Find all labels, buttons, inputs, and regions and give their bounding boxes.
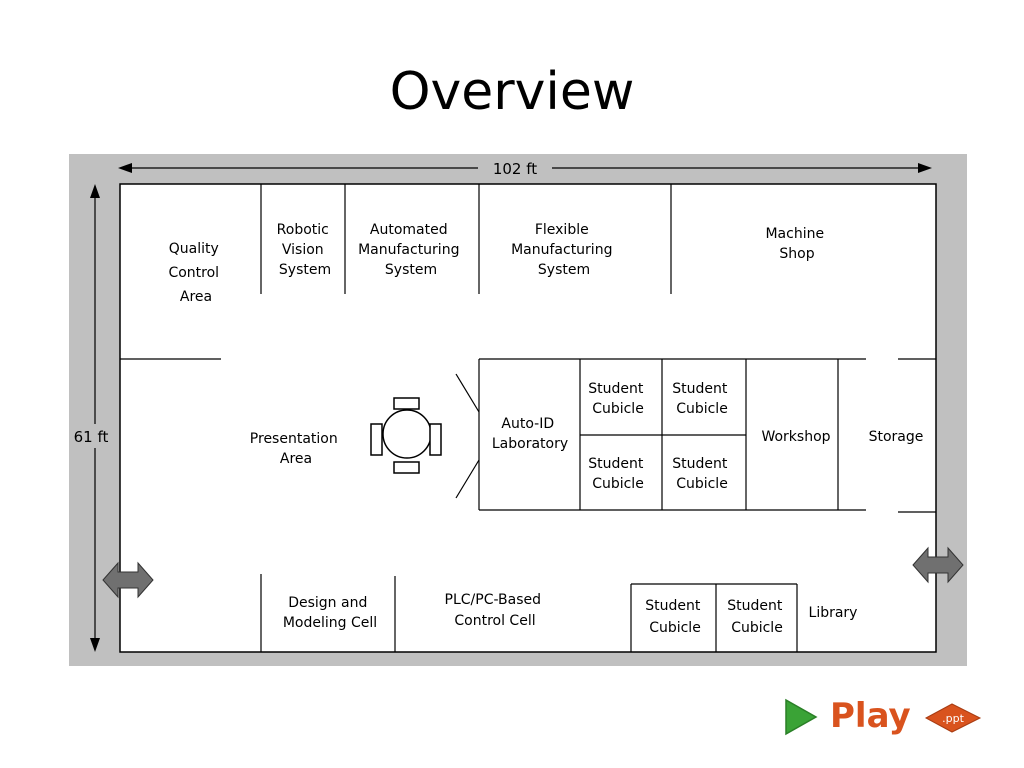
machine-shop-label: Machine Shop	[765, 226, 828, 262]
height-dimension: 61 ft	[74, 184, 109, 652]
library-label: Library	[809, 605, 858, 621]
student-cubicle-label: Student Cubicle	[588, 381, 648, 417]
ppt-badge-text: .ppt	[942, 712, 964, 725]
robotic-vision-label: Robotic Vision System	[277, 222, 334, 278]
student-cubicle-label: Student Cubicle	[727, 598, 787, 636]
floor-area	[119, 183, 937, 653]
chair-top	[393, 397, 420, 410]
presentation-area-label: Presentation Area	[250, 431, 342, 467]
top-walls	[120, 184, 672, 360]
plc-control-label: PLC/PC-Based Control Cell	[445, 592, 546, 629]
chair-bottom	[393, 461, 420, 474]
student-cubicle-label: Student Cubicle	[672, 456, 732, 492]
door-arrow-icon	[912, 546, 964, 584]
ppt-badge-icon: .ppt	[924, 703, 982, 733]
student-cubicle-label: Student Cubicle	[588, 456, 648, 492]
student-cubicle-label: Student Cubicle	[672, 381, 732, 417]
auto-id-lab-label: Auto-ID Laboratory	[492, 416, 568, 452]
table-and-chairs	[370, 397, 442, 474]
center-block-walls	[455, 358, 936, 513]
student-cubicle-label: Student Cubicle	[645, 598, 705, 636]
width-dimension: 102 ft	[118, 160, 932, 178]
play-logo-text: Play	[830, 696, 911, 736]
quality-control-label: Quality Control Area	[168, 241, 223, 305]
workshop-label: Workshop	[761, 429, 830, 445]
round-table	[382, 409, 432, 459]
design-modeling-label: Design and Modeling Cell	[283, 595, 377, 631]
automated-manufacturing-label: Automated Manufacturing System	[358, 222, 464, 278]
width-label: 102 ft	[493, 160, 537, 178]
flexible-manufacturing-label: Flexible Manufacturing System	[511, 222, 617, 278]
slide-title: Overview	[389, 62, 635, 122]
bottom-walls	[260, 574, 798, 652]
door-arrow-icon	[102, 561, 154, 599]
chair-left	[370, 423, 383, 456]
play-triangle-icon	[785, 698, 818, 736]
chair-right	[429, 423, 442, 456]
storage-label: Storage	[869, 429, 924, 445]
play-ppt-logo: Play .ppt	[782, 696, 992, 740]
room-labels: Quality Control Area Robotic Vision Syst…	[168, 222, 923, 636]
height-label: 61 ft	[74, 428, 109, 446]
